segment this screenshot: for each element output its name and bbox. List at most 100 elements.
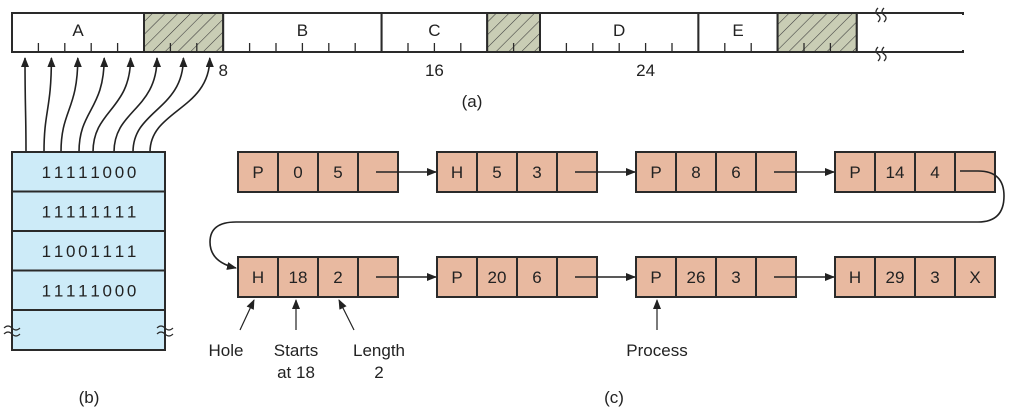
node-start-cell (675, 151, 717, 193)
bitmap-arrows (21, 57, 214, 153)
annotation-process: Process (626, 299, 688, 360)
list-node: P 20 6 (436, 256, 636, 298)
annotation-starts: Starts at 18 (274, 299, 318, 382)
node-length-cell (715, 256, 757, 298)
bitmap-arrow (132, 57, 188, 153)
bitmap-arrow (78, 57, 109, 153)
node-start: 14 (886, 163, 905, 182)
list-node: H 5 3 (436, 151, 636, 193)
memory-hole (776, 12, 858, 53)
node-length: 3 (930, 268, 939, 287)
node-kind: P (849, 163, 860, 182)
bitmap-arrow (60, 57, 82, 153)
svg-text:Process: Process (626, 341, 687, 360)
node-kind: P (650, 163, 661, 182)
node-length: 2 (333, 268, 342, 287)
node-kind-cell (635, 151, 677, 193)
list-node: P 26 3 (635, 256, 835, 298)
bitmap-bits: 1 1 1 1 1 0 0 0 (42, 163, 136, 182)
bitmap-bits: 1 1 1 1 1 0 0 0 (42, 282, 136, 301)
bitmap-arrow (92, 57, 135, 153)
bitmap-table: 1 1 1 1 1 0 0 0 1 1 1 1 1 1 1 1 1 1 0 0 1 … (3, 151, 174, 351)
continuation-icon (3, 325, 174, 337)
node-length: 4 (930, 163, 939, 182)
memory-segment-a (11, 12, 145, 53)
node-length-cell (914, 256, 956, 298)
node-length-cell (317, 256, 359, 298)
node-kind: P (451, 268, 462, 287)
node-length: 6 (731, 163, 740, 182)
svg-text:Hole: Hole (209, 341, 244, 360)
bitmap-row (11, 230, 166, 272)
break-gap (960, 15, 968, 50)
node-length-cell (317, 151, 359, 193)
list-node: P 0 5 (237, 151, 437, 193)
node-start: 18 (289, 268, 308, 287)
node-length: 6 (532, 268, 541, 287)
bitmap-row (11, 269, 166, 311)
node-next-cell (954, 151, 996, 193)
unit-label: 24 (636, 61, 655, 80)
node-kind-cell (237, 256, 279, 298)
node-kind-cell (834, 256, 876, 298)
bitmap-row (11, 151, 166, 193)
node-next: X (969, 268, 980, 287)
node-start-cell (476, 151, 518, 193)
segment-label: D (613, 21, 625, 40)
node-start-cell (277, 151, 319, 193)
node-start: 26 (687, 268, 706, 287)
node-start: 8 (691, 163, 700, 182)
caption-c: (c) (604, 388, 624, 407)
node-kind: H (849, 268, 861, 287)
memory-tail (855, 12, 964, 53)
bitmap-row-continued (11, 309, 166, 351)
unit-label: 16 (425, 61, 444, 80)
bitmap-arrow (149, 57, 214, 153)
node-next-cell (954, 256, 996, 298)
break-mark-icon (875, 7, 887, 62)
unit-label: 8 (218, 61, 227, 80)
bitmap-bits: 1 1 1 1 1 1 1 1 (42, 203, 136, 222)
bitmap-arrow (21, 57, 30, 153)
caption-a: (a) (462, 92, 483, 111)
list-node: P 8 6 (635, 151, 835, 193)
memory-hole (143, 12, 225, 53)
annotation-hole: Hole (209, 299, 255, 360)
node-kind-cell (635, 256, 677, 298)
annotation-length: Length 2 (338, 299, 405, 382)
caption-b: (b) (79, 388, 100, 407)
node-start: 0 (293, 163, 302, 182)
wraparound-link (209, 170, 1005, 270)
node-kind-cell (436, 151, 478, 193)
memory-segment-e (697, 12, 779, 53)
node-start-cell (277, 256, 319, 298)
node-kind: H (451, 163, 463, 182)
svg-text:Starts: Starts (274, 341, 318, 360)
list-node: P 14 4 (834, 151, 996, 193)
bitmap-row (11, 190, 166, 232)
segment-label: E (732, 21, 743, 40)
node-kind: P (650, 268, 661, 287)
node-length-cell (914, 151, 956, 193)
svg-text:Length: Length (353, 341, 405, 360)
node-start: 29 (886, 268, 905, 287)
segment-label: A (72, 21, 84, 40)
node-length: 3 (532, 163, 541, 182)
node-start: 20 (488, 268, 507, 287)
svg-text:at 18: at 18 (277, 363, 315, 382)
node-start-cell (675, 256, 717, 298)
node-length: 5 (333, 163, 342, 182)
list-node: H 29 3 X (834, 256, 996, 298)
svg-text:2: 2 (374, 363, 383, 382)
node-kind: P (252, 163, 263, 182)
node-length-cell (715, 151, 757, 193)
bitmap-bits: 1 1 0 0 1 1 1 1 (42, 242, 136, 261)
bitmap-arrow (113, 57, 161, 153)
segment-label: C (428, 21, 440, 40)
node-length: 3 (731, 268, 740, 287)
node-start: 5 (492, 163, 501, 182)
